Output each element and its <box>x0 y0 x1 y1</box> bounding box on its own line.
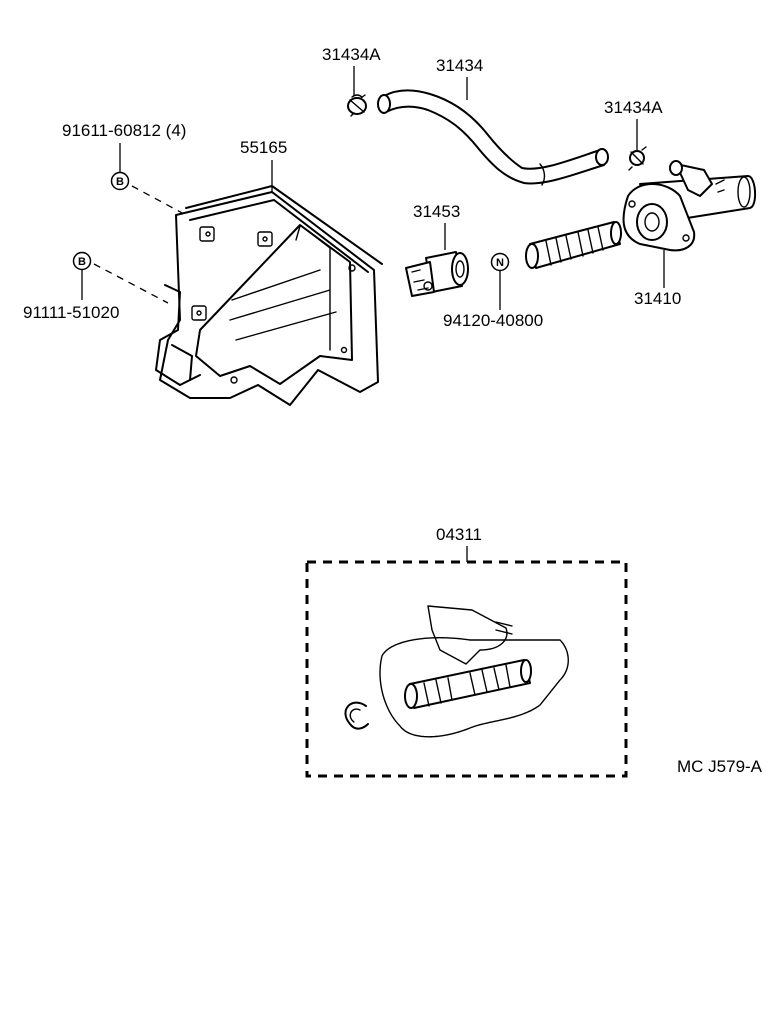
hose-icon <box>377 89 609 186</box>
label-clamp-left: 31434A <box>322 45 381 64</box>
label-hose: 31434 <box>436 56 483 75</box>
label-master-cylinder: 31410 <box>634 289 681 308</box>
marker-n: N <box>490 252 510 272</box>
marker-b-upper: B <box>110 171 130 191</box>
marker-b-lower: B <box>72 251 92 271</box>
label-push-rod: 31453 <box>413 202 460 221</box>
push-rod-icon <box>405 251 469 297</box>
dashed-leader-bolt-b2 <box>93 263 169 304</box>
clamp-right-icon <box>628 146 647 171</box>
bracket-icon <box>155 185 383 406</box>
label-bracket: 55165 <box>240 138 287 157</box>
marker-b-upper-text: B <box>116 176 124 188</box>
master-cylinder-icon <box>622 160 756 252</box>
marker-n-text: N <box>496 257 504 269</box>
reference-code: MC J579-A <box>677 757 763 776</box>
repair-kit-contents-icon <box>344 605 569 738</box>
clamp-left-icon <box>347 94 367 117</box>
piston-icon <box>525 221 622 269</box>
label-bolt-b: 91611-60812 (4) <box>62 121 186 140</box>
marker-b-lower-text: B <box>78 256 86 268</box>
label-nut: 94120-40800 <box>443 311 543 330</box>
dashed-leader-bolt-b <box>131 185 187 216</box>
label-bolt-b2: 91111-51020 <box>23 303 119 322</box>
repair-kit-box <box>305 560 628 778</box>
label-repair-kit: 04311 <box>436 525 482 544</box>
label-clamp-right: 31434A <box>604 98 663 117</box>
